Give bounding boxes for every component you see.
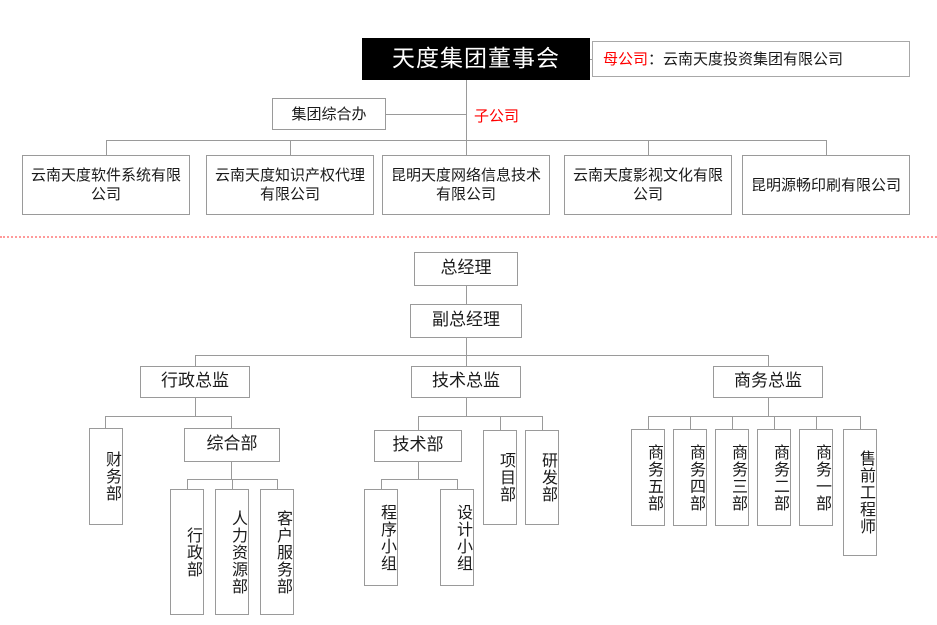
connector-drop-customer-service-dept — [277, 479, 278, 489]
connector-drop-subsidiary-4 — [648, 140, 649, 155]
connector-drop-business-1 — [816, 416, 817, 429]
node-director-admin[interactable]: 行政总监 — [140, 366, 250, 398]
connector-drop-business-5 — [648, 416, 649, 429]
label-subsidiary-tag: 子公司 — [474, 107, 520, 125]
connector-tech-dept-spine — [418, 462, 419, 479]
node-rd-dept[interactable]: 研发部 — [525, 430, 559, 525]
connector-drop-business-3 — [732, 416, 733, 429]
node-presales-engineer[interactable]: 售前工程师 — [843, 429, 877, 556]
connector-drop-subsidiary-2 — [290, 140, 291, 155]
connector-drop-director-admin — [195, 355, 196, 366]
connector-drop-director-tech — [466, 355, 467, 366]
node-subsidiary-3[interactable]: 昆明天度网络信息技术有限公司 — [382, 155, 550, 215]
connector-drop-general-affairs — [231, 416, 232, 428]
node-subsidiary-2[interactable]: 云南天度知识产权代理有限公司 — [206, 155, 374, 215]
connector-group-office-to-spine — [386, 114, 466, 115]
node-subsidiary-5[interactable]: 昆明源畅印刷有限公司 — [742, 155, 910, 215]
connector-tech-spine — [466, 398, 467, 416]
connector-drop-business-2 — [774, 416, 775, 429]
connector-admin-spine — [195, 398, 196, 416]
connector-dgm-to-directors — [466, 338, 467, 355]
node-hr-dept[interactable]: 人力资源部 — [215, 489, 249, 615]
connector-business-spine — [768, 398, 769, 416]
node-director-tech[interactable]: 技术总监 — [411, 366, 521, 398]
node-finance-dept[interactable]: 财务部 — [89, 428, 123, 525]
connector-general-affairs-spine — [231, 462, 232, 479]
node-business-dept-2[interactable]: 商务二部 — [757, 429, 791, 526]
connector-drop-rd-dept — [542, 416, 543, 430]
node-general-manager[interactable]: 总经理 — [414, 252, 518, 286]
connector-drop-subsidiary-5 — [826, 140, 827, 155]
node-business-dept-5[interactable]: 商务五部 — [631, 429, 665, 526]
node-admin-dept[interactable]: 行政部 — [170, 489, 204, 615]
node-subsidiary-1[interactable]: 云南天度软件系统有限公司 — [22, 155, 190, 215]
connector-drop-program-group — [381, 479, 382, 489]
connector-directors-bar — [195, 355, 768, 356]
connector-drop-business-4 — [690, 416, 691, 429]
connector-drop-subsidiary-1 — [106, 140, 107, 155]
connector-tech-dept-bar — [381, 479, 457, 480]
connector-drop-admin-dept — [187, 479, 188, 489]
connector-business-bar — [648, 416, 860, 417]
connector-tech-bar — [418, 416, 542, 417]
connector-drop-tech-dept — [418, 416, 419, 430]
connector-gm-to-dgm — [466, 286, 467, 304]
connector-drop-hr-dept — [232, 479, 233, 489]
connector-drop-design-group — [457, 479, 458, 489]
connector-drop-director-business — [768, 355, 769, 366]
parent-company-tag: 母公司 — [603, 49, 649, 68]
node-deputy-general-manager[interactable]: 副总经理 — [410, 304, 522, 338]
section-divider — [0, 236, 937, 238]
node-board-of-directors[interactable]: 天度集团董事会 — [362, 38, 590, 80]
node-business-dept-1[interactable]: 商务一部 — [799, 429, 833, 526]
node-business-dept-4[interactable]: 商务四部 — [673, 429, 707, 526]
node-business-dept-3[interactable]: 商务三部 — [715, 429, 749, 526]
node-customer-service-dept[interactable]: 客户服务部 — [260, 489, 294, 615]
connector-board-spine — [466, 80, 467, 140]
connector-drop-finance — [105, 416, 106, 428]
node-program-group[interactable]: 程序小组 — [364, 489, 398, 586]
node-subsidiary-4[interactable]: 云南天度影视文化有限公司 — [564, 155, 732, 215]
connector-drop-project-dept — [500, 416, 501, 430]
node-general-affairs-dept[interactable]: 综合部 — [184, 428, 280, 462]
parent-company-name: 云南天度投资集团有限公司 — [663, 49, 844, 68]
node-group-office[interactable]: 集团综合办 — [272, 98, 386, 130]
node-project-dept[interactable]: 项目部 — [483, 430, 517, 525]
parent-company-separator: ： — [648, 49, 664, 68]
node-parent-company-note[interactable]: 母公司：云南天度投资集团有限公司 — [592, 41, 910, 77]
node-tech-dept[interactable]: 技术部 — [374, 430, 462, 462]
connector-drop-presales-engineer — [860, 416, 861, 429]
connector-drop-subsidiary-3 — [466, 140, 467, 155]
node-director-business[interactable]: 商务总监 — [713, 366, 823, 398]
node-design-group[interactable]: 设计小组 — [440, 489, 474, 586]
connector-admin-bar — [105, 416, 231, 417]
